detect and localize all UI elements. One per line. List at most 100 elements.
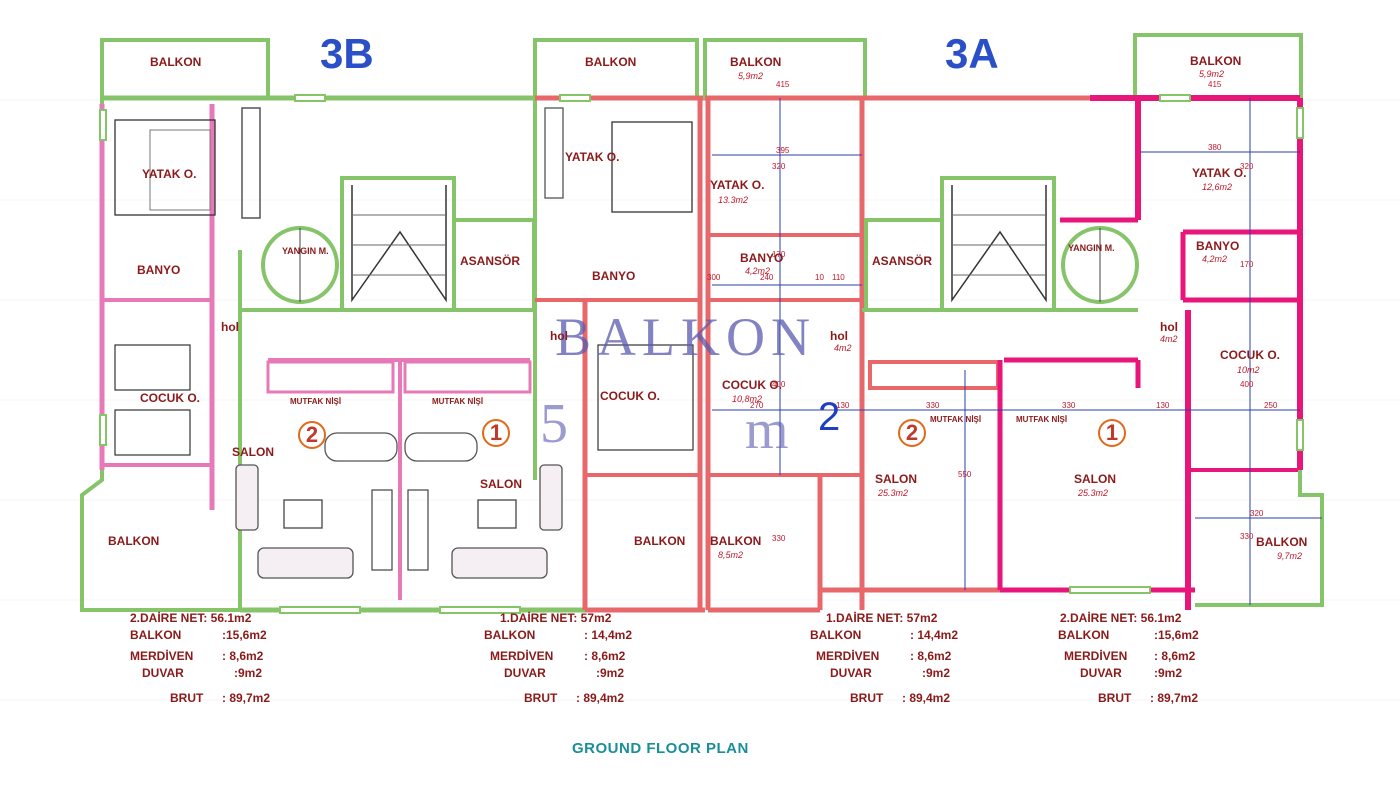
summary-brut-value: : 89,4m2 [902,691,951,705]
summary-merdiven-key: MERDİVEN [490,649,554,663]
dim-label: 270 [750,401,764,410]
dim-label: 400 [1240,380,1254,389]
room-balkon-top-3a-1: BALKON [730,55,782,69]
summary-duvar-value: :9m2 [1154,666,1183,680]
watermark-m: m [745,399,789,461]
room-yangin-right: YANGIN M. [1068,243,1115,253]
area-yatak-3a-2: 12,6m2 [1202,182,1233,192]
room-cocuk-left: COCUK O. [140,391,200,405]
dim-label: 240 [760,273,774,282]
summary-merdiven-value: : 8,6m2 [1154,649,1196,663]
summary-duvar-key: DUVAR [504,666,546,680]
watermark-balkon: BALKON [555,307,816,367]
room-balkon-top-3a-2: BALKON [1190,54,1242,68]
room-mutfak-4: MUTFAK NİŞİ [1016,415,1068,424]
dim-label: 415 [1208,80,1222,89]
room-banyo-center: BANYO [592,269,636,283]
block-title-3a: 3A [945,30,999,77]
dim-label: 320 [1250,509,1264,518]
summary-net: 2.DAİRE NET: 56.1m2 [1060,611,1182,625]
area-balkon-bottom-3a-1: 8,5m2 [718,550,744,560]
room-balkon-bottom-left: BALKON [108,534,160,548]
room-salon-3a-1: SALON [875,472,917,486]
room-banyo-3a-2: BANYO [1196,239,1240,253]
summary-brut-value: : 89,7m2 [1150,691,1199,705]
room-mutfak-1: MUTFAK NİŞİ [290,397,342,406]
room-hol-3a-2: hol [1160,320,1178,334]
summary-brut-key: BRUT [1098,691,1132,705]
summary-brut-value: : 89,7m2 [222,691,271,705]
dim-label: 330 [926,401,940,410]
block-3b-walls [80,38,585,613]
summary-merdiven-value: : 8,6m2 [222,649,264,663]
summary-net: 1.DAİRE NET: 57m2 [826,611,938,625]
room-hol-left: hol [221,320,239,334]
summary-merdiven-key: MERDİVEN [816,649,880,663]
summary-net: 1.DAİRE NET: 57m2 [500,611,612,625]
watermark-five: 5 [540,393,568,455]
area-cocuk-3a-2: 10m2 [1237,365,1260,375]
summary-duvar-value: :9m2 [234,666,263,680]
summary-balkon-key: BALKON [810,628,862,642]
unit-summary-3: 1.DAİRE NET: 57m2 BALKON : 14,4m2 MERDİVE… [810,610,958,707]
summary-balkon-key: BALKON [130,628,182,642]
room-banyo-3a-1: BANYO [740,251,784,265]
summary-merdiven-value: : 8,6m2 [584,649,626,663]
area-balkon-top-3a-2: 5,9m2 [1199,69,1225,79]
unit-number-circle: 1 [482,419,510,447]
room-yatak-3a-2: YATAK O. [1192,166,1247,180]
area-hol-3a-2: 4m2 [1160,334,1178,344]
dimension-lines [712,98,1322,605]
unit-number-circle: 1 [1098,419,1126,447]
room-balkon-bottom-3a-1: BALKON [710,534,762,548]
summary-balkon-value: : 14,4m2 [584,628,633,642]
summary-duvar-value: :9m2 [922,666,951,680]
watermark-two: 2 [818,395,841,439]
plan-title-footer: GROUND FLOOR PLAN [572,740,749,757]
area-banyo-3a-1: 4,2m2 [745,266,771,276]
room-mutfak-2: MUTFAK NİŞİ [432,397,484,406]
dim-label: 250 [1264,401,1278,410]
dim-label: 550 [958,470,972,479]
area-balkon-top-3a-1: 5,9m2 [738,71,764,81]
summary-brut-key: BRUT [524,691,558,705]
room-yangin-left: YANGIN M. [282,246,329,256]
dim-label: 130 [836,401,850,410]
dim-label: 320 [772,162,786,171]
area-banyo-3a-2: 4,2m2 [1202,254,1228,264]
unit-number-circle: 2 [298,421,326,449]
dim-label: 170 [772,250,786,259]
room-hol-center: hol [550,329,568,343]
summary-balkon-key: BALKON [1058,628,1110,642]
dim-label: 395 [776,146,790,155]
summary-merdiven-key: MERDİVEN [130,649,194,663]
room-salon-left: SALON [232,445,274,459]
room-salon-3a-2: SALON [1074,472,1116,486]
window-marks [99,94,1304,614]
summary-duvar-key: DUVAR [142,666,184,680]
room-mutfak-3: MUTFAK NİŞİ [930,415,982,424]
area-cocuk-3a-1: 10,8m2 [732,394,763,404]
summary-duvar-key: DUVAR [830,666,872,680]
room-cocuk-3a-2: COCUK O. [1220,348,1280,362]
summary-balkon-value: : 14,4m2 [910,628,959,642]
summary-duvar-key: DUVAR [1080,666,1122,680]
dim-label: 415 [776,80,790,89]
block-title-3b: 3B [320,30,374,77]
room-asansor-left: ASANSÖR [460,254,521,268]
dim-label: 10 [815,273,824,282]
unit-summary-1: 2.DAİRE NET: 56.1m2 BALKON:15,6m2 MERDİV… [130,610,270,707]
summary-duvar-value: :9m2 [596,666,625,680]
room-yatak-center: YATAK O. [565,150,620,164]
area-salon-3a-1: 25.3m2 [878,488,909,498]
room-asansor-right: ASANSÖR [872,254,933,268]
dim-label: 110 [832,273,845,282]
dim-label: 170 [1240,260,1254,269]
room-cocuk-3a-1: COCUK O. [722,378,782,392]
room-banyo-left: BANYO [137,263,181,277]
summary-balkon-key: BALKON [484,628,536,642]
area-salon-3a-2: 25.3m2 [1078,488,1109,498]
area-yatak-3a-1: 13.3m2 [718,195,749,205]
room-hol-3a-1: hol [830,329,848,343]
